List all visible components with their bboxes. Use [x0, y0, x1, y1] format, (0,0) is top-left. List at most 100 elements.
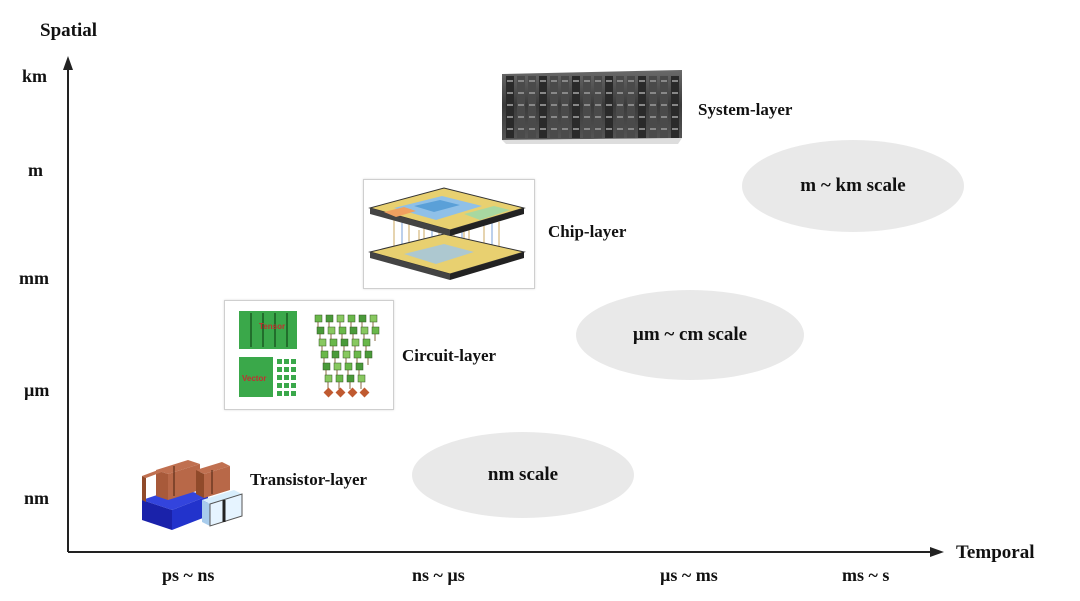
rack-slot [606, 116, 612, 118]
rack-slot [529, 116, 535, 118]
rack-slot [672, 80, 678, 82]
circuit-node [353, 350, 362, 359]
y-tick-nm: nm [24, 488, 50, 508]
scale-ellipse-m-km: m ~ km scale [742, 140, 964, 232]
circuit-cell [277, 375, 282, 380]
rack-column [594, 76, 602, 138]
circuit-node [362, 338, 371, 347]
rack-column [506, 76, 514, 138]
rack-slot [540, 104, 546, 106]
rack-column [539, 76, 547, 138]
circuit-cell [291, 359, 296, 364]
circuit-cell [277, 391, 282, 396]
circuit-node [357, 374, 366, 383]
circuit-cell [284, 359, 289, 364]
rack-slot [650, 80, 656, 82]
circuit-cell [291, 375, 296, 380]
rack-slot [628, 116, 634, 118]
rack-slot [529, 80, 535, 82]
rack-slot [606, 80, 612, 82]
rack-slot [639, 80, 645, 82]
circuit-node [324, 374, 333, 383]
rack-slot [661, 116, 667, 118]
y-tick-km: km [22, 66, 48, 86]
rack-column [605, 76, 613, 138]
rack-slot [672, 104, 678, 106]
rack-slot [672, 92, 678, 94]
rack-slot [606, 104, 612, 106]
y-tick-mm: mm [19, 268, 49, 288]
circuit-node [327, 326, 336, 335]
circuit-layer-label: Circuit-layer [402, 346, 497, 365]
scale-label-m-km: m ~ km scale [800, 175, 906, 196]
chip-panel [363, 179, 535, 289]
rack-slot [562, 104, 568, 106]
x-axis-arrow [930, 547, 944, 557]
rack-slot [661, 128, 667, 130]
circuit-cell [284, 367, 289, 372]
rack-slot [639, 116, 645, 118]
rack-slot [672, 128, 678, 130]
rack-slot [551, 104, 557, 106]
rack-slot [562, 92, 568, 94]
rack-slot [529, 92, 535, 94]
rack-slot [518, 92, 524, 94]
circuit-node [351, 338, 360, 347]
rack-slot [518, 80, 524, 82]
circuit-node [338, 326, 347, 335]
y-axis-title: Spatial [40, 20, 98, 41]
rack-slot [606, 92, 612, 94]
circuit-cell [291, 367, 296, 372]
circuit-node [325, 314, 334, 323]
rack-column [583, 76, 591, 138]
circuit-cell [291, 391, 296, 396]
circuit-node [320, 350, 329, 359]
scale-label-um-cm: µm ~ cm scale [632, 324, 748, 345]
rack-slot [562, 116, 568, 118]
x-tick-ps-ns: ps ~ ns [162, 565, 215, 585]
y-tick-um: µm [24, 380, 50, 400]
rack-slot [617, 128, 623, 130]
circuit-node [335, 374, 344, 383]
x-tick-ns-us: ns ~ µs [412, 565, 465, 585]
rack-slot [507, 116, 513, 118]
rack-slot [639, 128, 645, 130]
rack-column [572, 76, 580, 138]
server-rack-icon [502, 70, 682, 144]
scale-ellipse-um-cm: µm ~ cm scale [576, 290, 804, 380]
vector-label: Vector [242, 374, 266, 383]
rack-slot [551, 92, 557, 94]
y-tick-m: m [28, 160, 43, 180]
rack-slot [507, 92, 513, 94]
transistor-3d-icon [142, 460, 243, 530]
circuit-node [369, 314, 378, 323]
rack-slot [573, 92, 579, 94]
rack-slot [529, 128, 535, 130]
circuit-node [329, 338, 338, 347]
rack-column [616, 76, 624, 138]
rack-slot [650, 116, 656, 118]
x-axis-title: Temporal [956, 542, 1035, 563]
rack-slot [562, 80, 568, 82]
rack-column [528, 76, 536, 138]
circuit-node [349, 326, 358, 335]
rack-slot [617, 116, 623, 118]
rack-slot [540, 128, 546, 130]
system-layer-label: System-layer [698, 100, 793, 119]
rack-slot [507, 104, 513, 106]
circuit-cell [284, 375, 289, 380]
rack-column [671, 76, 679, 138]
rack-slot [639, 92, 645, 94]
rack-slot [628, 128, 634, 130]
circuit-node [340, 338, 349, 347]
circuit-node [314, 314, 323, 323]
circuit-cell [277, 359, 282, 364]
rack-slot [595, 128, 601, 130]
rack-slot [573, 128, 579, 130]
circuit-node [316, 326, 325, 335]
scale-label-nm: nm scale [487, 464, 559, 485]
rack-slot [551, 116, 557, 118]
circuit-node [333, 362, 342, 371]
rack-slot [562, 128, 568, 130]
